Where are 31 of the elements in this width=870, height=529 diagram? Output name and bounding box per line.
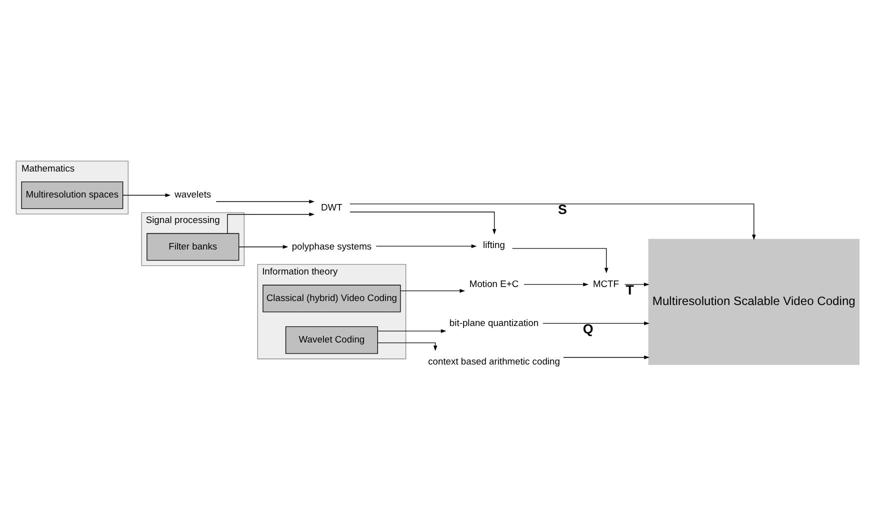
node-text: context based arithmetic coding bbox=[428, 356, 560, 366]
arrow bbox=[227, 212, 315, 234]
node-text: wavelets bbox=[174, 189, 212, 200]
arrow bbox=[238, 244, 288, 248]
node-box: Wavelet Coding bbox=[285, 326, 378, 354]
edge-label: T bbox=[626, 282, 634, 298]
arrow bbox=[216, 199, 315, 203]
node-text: lifting bbox=[483, 240, 505, 250]
edge-label: S bbox=[558, 202, 567, 217]
node-text: MCTF bbox=[592, 278, 620, 288]
node-text: polyphase systems bbox=[292, 240, 372, 251]
arrow bbox=[377, 342, 438, 351]
arrow bbox=[563, 355, 650, 359]
arrow bbox=[376, 244, 477, 248]
node-box: Classical (hybrid) Video Coding bbox=[262, 284, 401, 312]
node-text: Motion E+C bbox=[469, 278, 519, 288]
arrow bbox=[350, 211, 496, 234]
arrow bbox=[524, 282, 589, 286]
node-box: Multiresolution Scalable Video Coding bbox=[648, 238, 860, 364]
node-box: Multiresolution spaces bbox=[21, 181, 124, 208]
node-box: Filter banks bbox=[146, 232, 240, 260]
arrow bbox=[624, 282, 650, 286]
arrow bbox=[542, 320, 650, 325]
arrow bbox=[122, 192, 171, 197]
arrow bbox=[512, 248, 608, 273]
edge-label: Q bbox=[582, 320, 594, 336]
node-text: DWT bbox=[321, 202, 342, 212]
arrow bbox=[377, 328, 446, 332]
arrow bbox=[400, 288, 466, 292]
node-text: bit-plane quantization bbox=[449, 317, 539, 328]
arrow bbox=[350, 203, 756, 240]
